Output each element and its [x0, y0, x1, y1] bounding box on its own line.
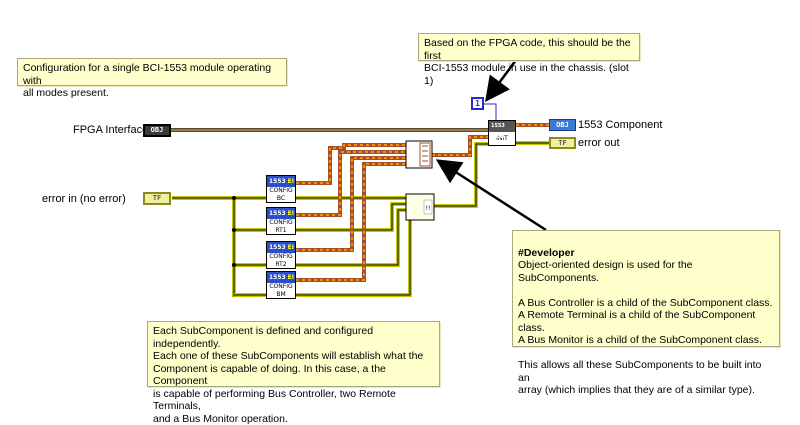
config-bm-label: CONFIG BM	[269, 283, 293, 298]
error-merge-wires	[296, 142, 488, 297]
fpga-interface-label: FPGA Interface	[73, 124, 149, 136]
error-cluster-icon: TF	[558, 139, 567, 147]
config-rt1-label: CONFIG RT1	[269, 219, 293, 234]
obj-icon: OBJ	[556, 121, 569, 129]
config-note: Configuration for a single BCI-1553 modu…	[17, 58, 287, 99]
svg-text:!!: !!	[426, 205, 431, 212]
error-out-terminal[interactable]: TF	[549, 137, 576, 149]
merge-errors-node[interactable]: !!	[405, 193, 435, 221]
developer-note-body: Object-oriented design is used for the S…	[518, 259, 773, 396]
slot-constant-value: 1	[475, 99, 480, 108]
slot-constant-wire	[484, 103, 497, 120]
config-rt2-label: CONFIG RT2	[269, 253, 293, 268]
slot-constant[interactable]: 1	[471, 97, 484, 110]
class-wires	[296, 135, 488, 282]
error-in-wire	[172, 196, 266, 297]
developer-note: #Developer Object-oriented design is use…	[512, 230, 780, 396]
error-in-label: error in (no error)	[42, 193, 126, 205]
wire-junctions	[232, 196, 236, 267]
component-out-terminal[interactable]: OBJ	[549, 119, 576, 131]
config-bc-label: CONFIG BC	[269, 187, 293, 202]
annotation-arrows	[435, 59, 547, 232]
init-subvi[interactable]: 1553 MOD INIT	[488, 120, 516, 146]
error-out-label: error out	[578, 137, 620, 149]
error-cluster-icon: TF	[152, 194, 162, 202]
obj-icon: OBJ	[150, 126, 164, 134]
error-in-terminal[interactable]: TF	[143, 192, 171, 205]
init-subvi-label: INIT	[489, 132, 515, 145]
fpga-slot-note: Based on the FPGA code, this should be t…	[418, 33, 640, 87]
component-out-label: 1553 Component	[578, 119, 663, 131]
developer-note-title: #Developer	[518, 246, 575, 259]
build-array-node[interactable]	[405, 140, 433, 169]
init-subvi-header: 1553 MOD	[489, 121, 515, 140]
subcomponent-note: Each SubComponent is defined and configu…	[147, 321, 440, 425]
fpga-interface-terminal[interactable]: OBJ	[143, 124, 171, 137]
